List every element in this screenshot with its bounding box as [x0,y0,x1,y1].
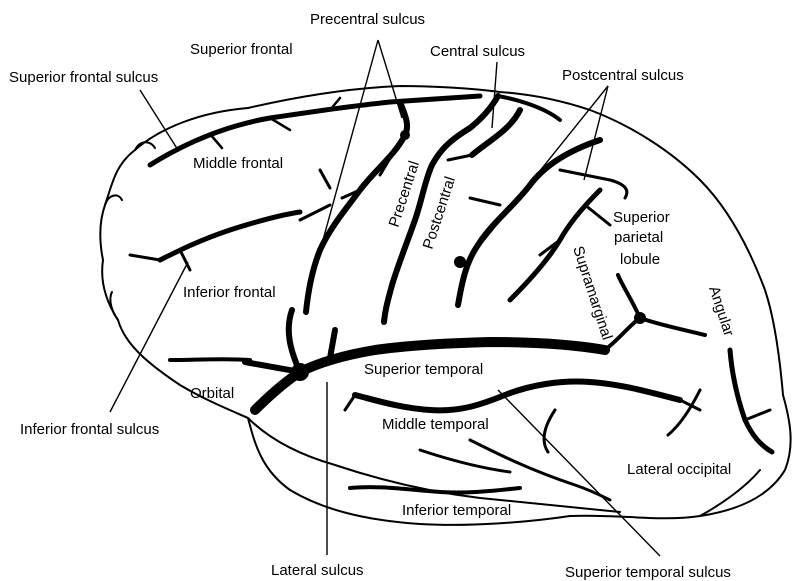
superior-frontal-sulcus-branch [210,98,340,148]
label-lateral-occipital: Lateral occipital [627,461,731,478]
occipital-sulcus-line [668,390,770,435]
label-supramarginal: Supramarginal [569,244,615,342]
label-orbital: Orbital [190,385,234,402]
label-superior-parietal-3: lobule [620,251,660,268]
label-postcentral-sulcus: Postcentral sulcus [562,67,684,84]
label-lateral-sulcus: Lateral sulcus [271,562,364,579]
label-inferior-frontal: Inferior frontal [183,284,276,301]
precentral-junction [400,130,410,140]
leader-precentral-sulcus-b [378,40,402,118]
hemisphere-bump-frontal [105,142,155,320]
label-inferior-temporal: Inferior temporal [402,502,511,519]
label-central-sulcus: Central sulcus [430,43,525,60]
label-superior-frontal-sulcus: Superior frontal sulcus [9,69,158,86]
label-middle-frontal: Middle frontal [193,155,283,172]
label-superior-temporal: Superior temporal [364,361,483,378]
leader-inferior-frontal-sulcus [110,262,188,412]
leader-precentral-sulcus-a [312,40,378,280]
supramarginal-junction [634,312,646,324]
inferior-temporal-sulcus-line [350,487,520,492]
lateral-sulcus-junction [291,363,309,381]
label-superior-frontal: Superior frontal [190,41,293,58]
angular-sulcus-line [730,350,772,452]
label-inferior-frontal-sulcus: Inferior frontal sulcus [20,421,159,438]
postcentral-junction [454,256,466,268]
orbital-sulcus-line [170,359,250,360]
superior-temporal-sulcus-line [355,382,680,411]
label-superior-parietal-1: Superior [613,209,670,226]
label-superior-parietal-2: parietal [614,229,663,246]
label-angular: Angular [705,284,737,338]
label-superior-temporal-sulcus: Superior temporal sulcus [565,564,731,581]
label-middle-temporal: Middle temporal [382,416,489,433]
lateral-sulcus-posterior-ramus [605,275,705,350]
label-precentral-sulcus: Precentral sulcus [310,11,425,28]
